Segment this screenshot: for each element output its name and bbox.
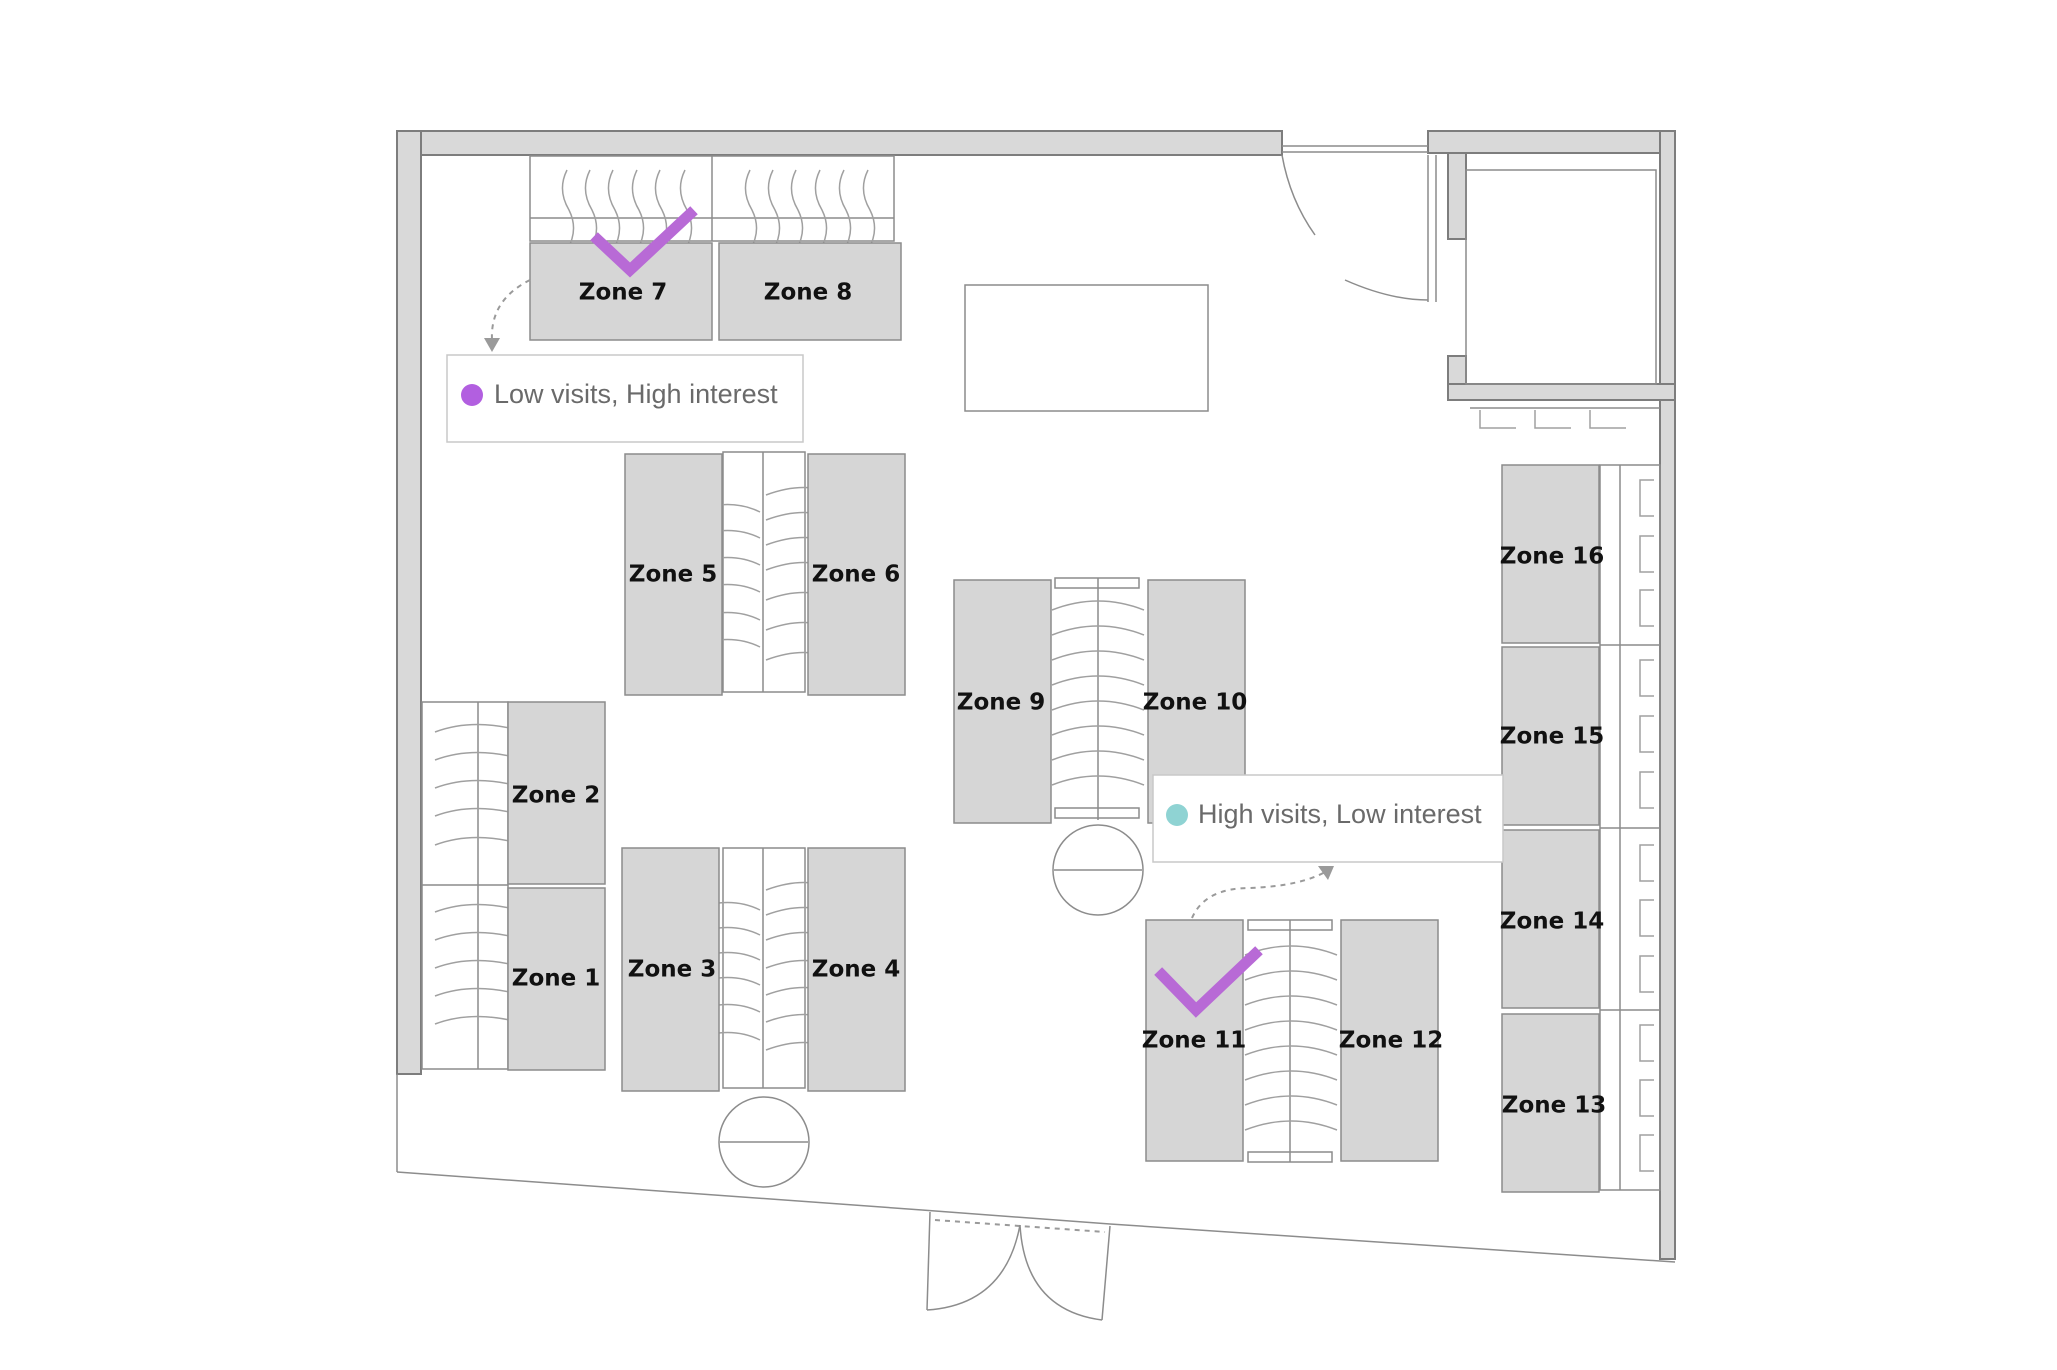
clothing-racks <box>421 155 1661 1191</box>
callout-low-visits: Low visits, High interest <box>446 279 804 443</box>
arrow-icon <box>484 338 500 352</box>
legend-dot-purple <box>461 384 483 406</box>
svg-text:Zone 13: Zone 13 <box>1502 1093 1606 1119</box>
zone-3[interactable]: Zone 3 <box>621 847 720 1092</box>
zone-16[interactable]: Zone 16 <box>1500 464 1604 644</box>
zone-6[interactable]: Zone 6 <box>807 453 906 696</box>
svg-text:Zone 12: Zone 12 <box>1339 1028 1443 1054</box>
zone-2[interactable]: Zone 2 <box>507 701 606 885</box>
zones: Zone 1 Zone 2 Zone 3 Zone 4 Zone 5 Zone … <box>507 242 1606 1193</box>
zone-14[interactable]: Zone 14 <box>1500 829 1604 1009</box>
svg-text:Zone 6: Zone 6 <box>812 562 900 588</box>
legend-dot-teal <box>1166 804 1188 826</box>
zone-11[interactable]: Zone 11 <box>1142 919 1246 1162</box>
zone-12[interactable]: Zone 12 <box>1339 919 1443 1162</box>
zone-15[interactable]: Zone 15 <box>1500 646 1604 826</box>
zone-9[interactable]: Zone 9 <box>953 579 1052 824</box>
zone-8[interactable]: Zone 8 <box>718 242 902 341</box>
callout-high-visits-text: High visits, Low interest <box>1198 799 1482 829</box>
svg-text:Zone 5: Zone 5 <box>629 562 717 588</box>
svg-text:Zone 8: Zone 8 <box>764 280 852 306</box>
svg-text:Zone 16: Zone 16 <box>1500 544 1604 570</box>
zone-7[interactable]: Zone 7 <box>529 242 713 341</box>
svg-text:Zone 4: Zone 4 <box>812 957 900 983</box>
arrow-icon <box>1318 866 1334 880</box>
svg-text:Zone 7: Zone 7 <box>579 280 667 306</box>
svg-text:Zone 3: Zone 3 <box>628 957 716 983</box>
zone-13[interactable]: Zone 13 <box>1501 1013 1606 1193</box>
svg-text:Zone 14: Zone 14 <box>1500 909 1604 935</box>
zone-1[interactable]: Zone 1 <box>507 887 606 1071</box>
display-table <box>964 284 1209 412</box>
callout-high-visits: High visits, Low interest <box>1152 774 1504 919</box>
zone-5[interactable]: Zone 5 <box>624 453 723 696</box>
svg-text:Zone 10: Zone 10 <box>1143 690 1247 716</box>
svg-text:Zone 11: Zone 11 <box>1142 1028 1246 1054</box>
svg-text:Zone 2: Zone 2 <box>512 783 600 809</box>
check-icon <box>590 206 698 278</box>
zone-4[interactable]: Zone 4 <box>807 847 906 1092</box>
svg-text:Zone 1: Zone 1 <box>512 966 600 992</box>
svg-text:Zone 9: Zone 9 <box>957 690 1045 716</box>
svg-text:Zone 15: Zone 15 <box>1500 724 1604 750</box>
callout-low-visits-text: Low visits, High interest <box>494 379 778 409</box>
check-icon <box>1154 946 1263 1018</box>
